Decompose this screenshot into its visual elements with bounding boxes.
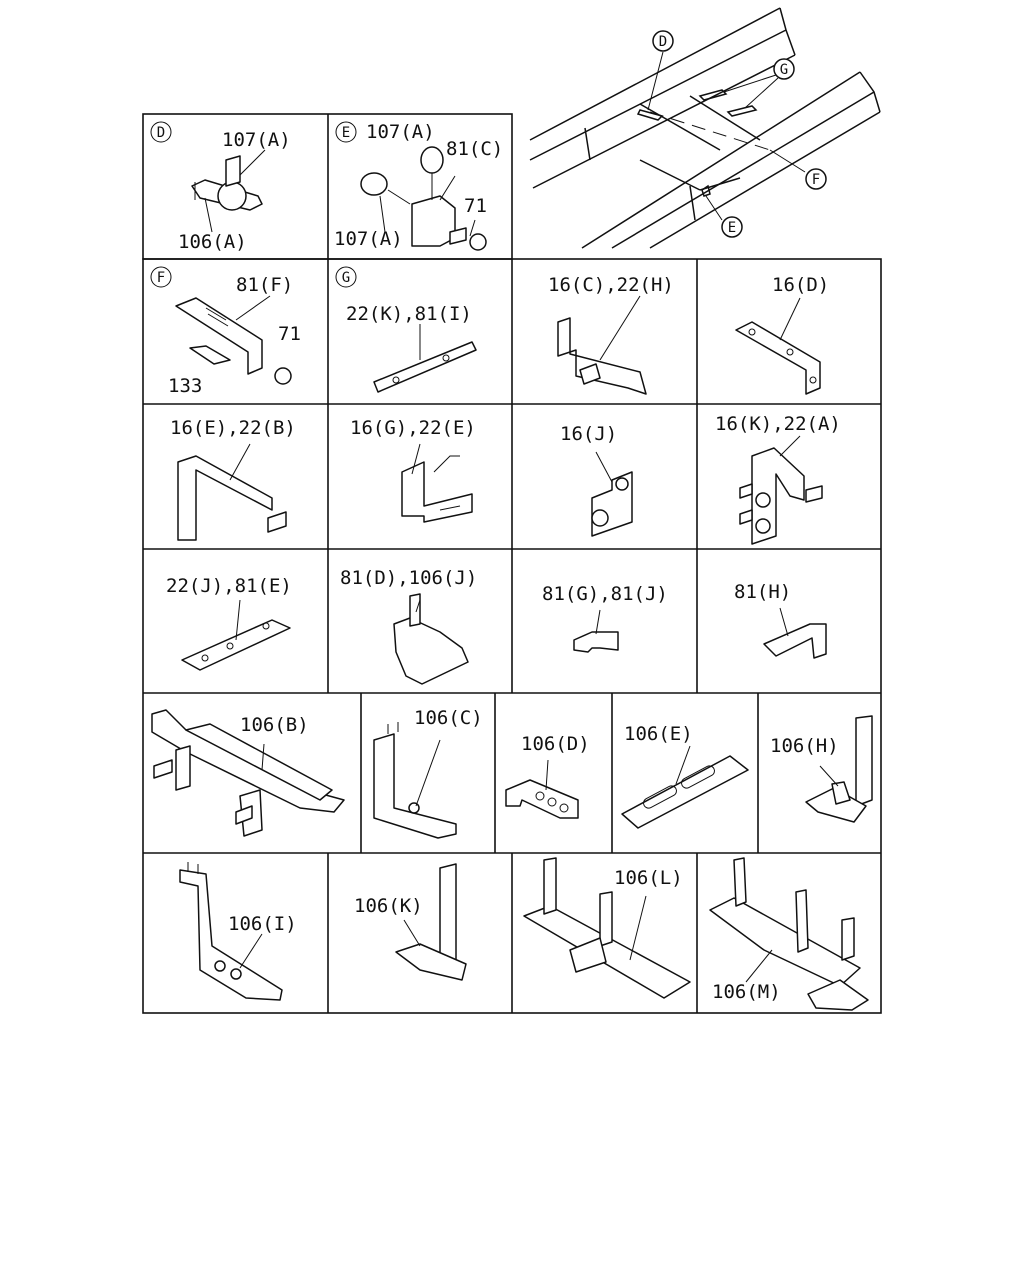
part-label: 16(C),22(H) xyxy=(548,274,674,296)
part-label: 106(H) xyxy=(770,735,839,757)
part-label: 107(A) xyxy=(222,129,291,151)
cell-16d: 16(D) xyxy=(735,274,829,395)
part-label: 71 xyxy=(278,323,301,345)
part-label: 106(M) xyxy=(712,981,781,1003)
part-label: 106(I) xyxy=(228,913,297,935)
part-label: 107(A) xyxy=(334,228,403,250)
callout-letter: E xyxy=(728,220,736,236)
callout-letter: F xyxy=(812,172,820,188)
cell-detail-e: E 107(A) 81(C) 71 107(A) xyxy=(334,121,503,251)
part-label: 81(G),81(J) xyxy=(542,583,668,605)
cell-16e-22b: 16(E),22(B) xyxy=(170,417,296,541)
grid-frame xyxy=(142,113,882,1014)
part-label: 106(E) xyxy=(624,723,693,745)
part-label: 106(K) xyxy=(354,895,423,917)
cell-81g-81j: 81(G),81(J) xyxy=(542,583,668,653)
cell-16g-22e: 16(G),22(E) xyxy=(350,417,476,523)
part-label: 106(L) xyxy=(614,867,683,889)
cell-16j: 16(J) xyxy=(560,423,633,537)
part-label: 106(B) xyxy=(240,714,309,736)
part-label: 81(D),106(J) xyxy=(340,567,477,589)
cell-81h: 81(H) xyxy=(734,581,827,659)
part-label: 22(K),81(I) xyxy=(346,303,472,325)
cell-106e: 106(E) xyxy=(621,723,749,829)
detail-letter: G xyxy=(342,270,350,286)
part-label: 16(D) xyxy=(772,274,829,296)
part-label: 106(C) xyxy=(414,707,483,729)
part-label: 22(J),81(E) xyxy=(166,575,292,597)
part-label: 106(D) xyxy=(521,733,590,755)
part-label: 16(G),22(E) xyxy=(350,417,476,439)
callout-letter: G xyxy=(780,62,788,78)
part-label: 16(J) xyxy=(560,423,617,445)
part-label: 81(H) xyxy=(734,581,791,603)
part-label: 107(A) xyxy=(366,121,435,143)
detail-letter: E xyxy=(342,125,350,141)
cell-106k: 106(K) xyxy=(354,863,467,981)
chassis-overview: D G F E xyxy=(529,7,881,249)
part-label: 133 xyxy=(168,375,202,397)
cell-106c: 106(C) xyxy=(373,707,483,839)
part-label: 106(A) xyxy=(178,231,247,253)
cell-106l: 106(L) xyxy=(523,857,691,999)
cell-106m: 106(M) xyxy=(709,857,869,1011)
cell-detail-d: D 107(A) 106(A) xyxy=(150,121,291,253)
detail-letter: D xyxy=(157,125,165,141)
part-label: 81(F) xyxy=(236,274,293,296)
cell-106i: 106(I) xyxy=(179,862,297,1001)
part-label: 16(K),22(A) xyxy=(715,413,841,435)
cell-22j-81e: 22(J),81(E) xyxy=(166,575,292,671)
cell-81d-106j: 81(D),106(J) xyxy=(340,567,477,685)
part-label: 16(E),22(B) xyxy=(170,417,296,439)
cell-106b: 106(B) xyxy=(151,709,345,837)
cell-detail-g: G 22(K),81(I) xyxy=(335,266,477,393)
cell-106h: 106(H) xyxy=(770,715,873,823)
detail-letter: F xyxy=(157,270,165,286)
cell-16c-22h: 16(C),22(H) xyxy=(548,274,674,395)
part-label: 71 xyxy=(464,195,487,217)
cell-106d: 106(D) xyxy=(505,733,590,819)
part-label: 81(C) xyxy=(446,138,503,160)
cell-16k-22a: 16(K),22(A) xyxy=(715,413,841,545)
cell-detail-f: F 81(F) 71 133 xyxy=(150,266,301,397)
callout-letter: D xyxy=(659,34,667,50)
